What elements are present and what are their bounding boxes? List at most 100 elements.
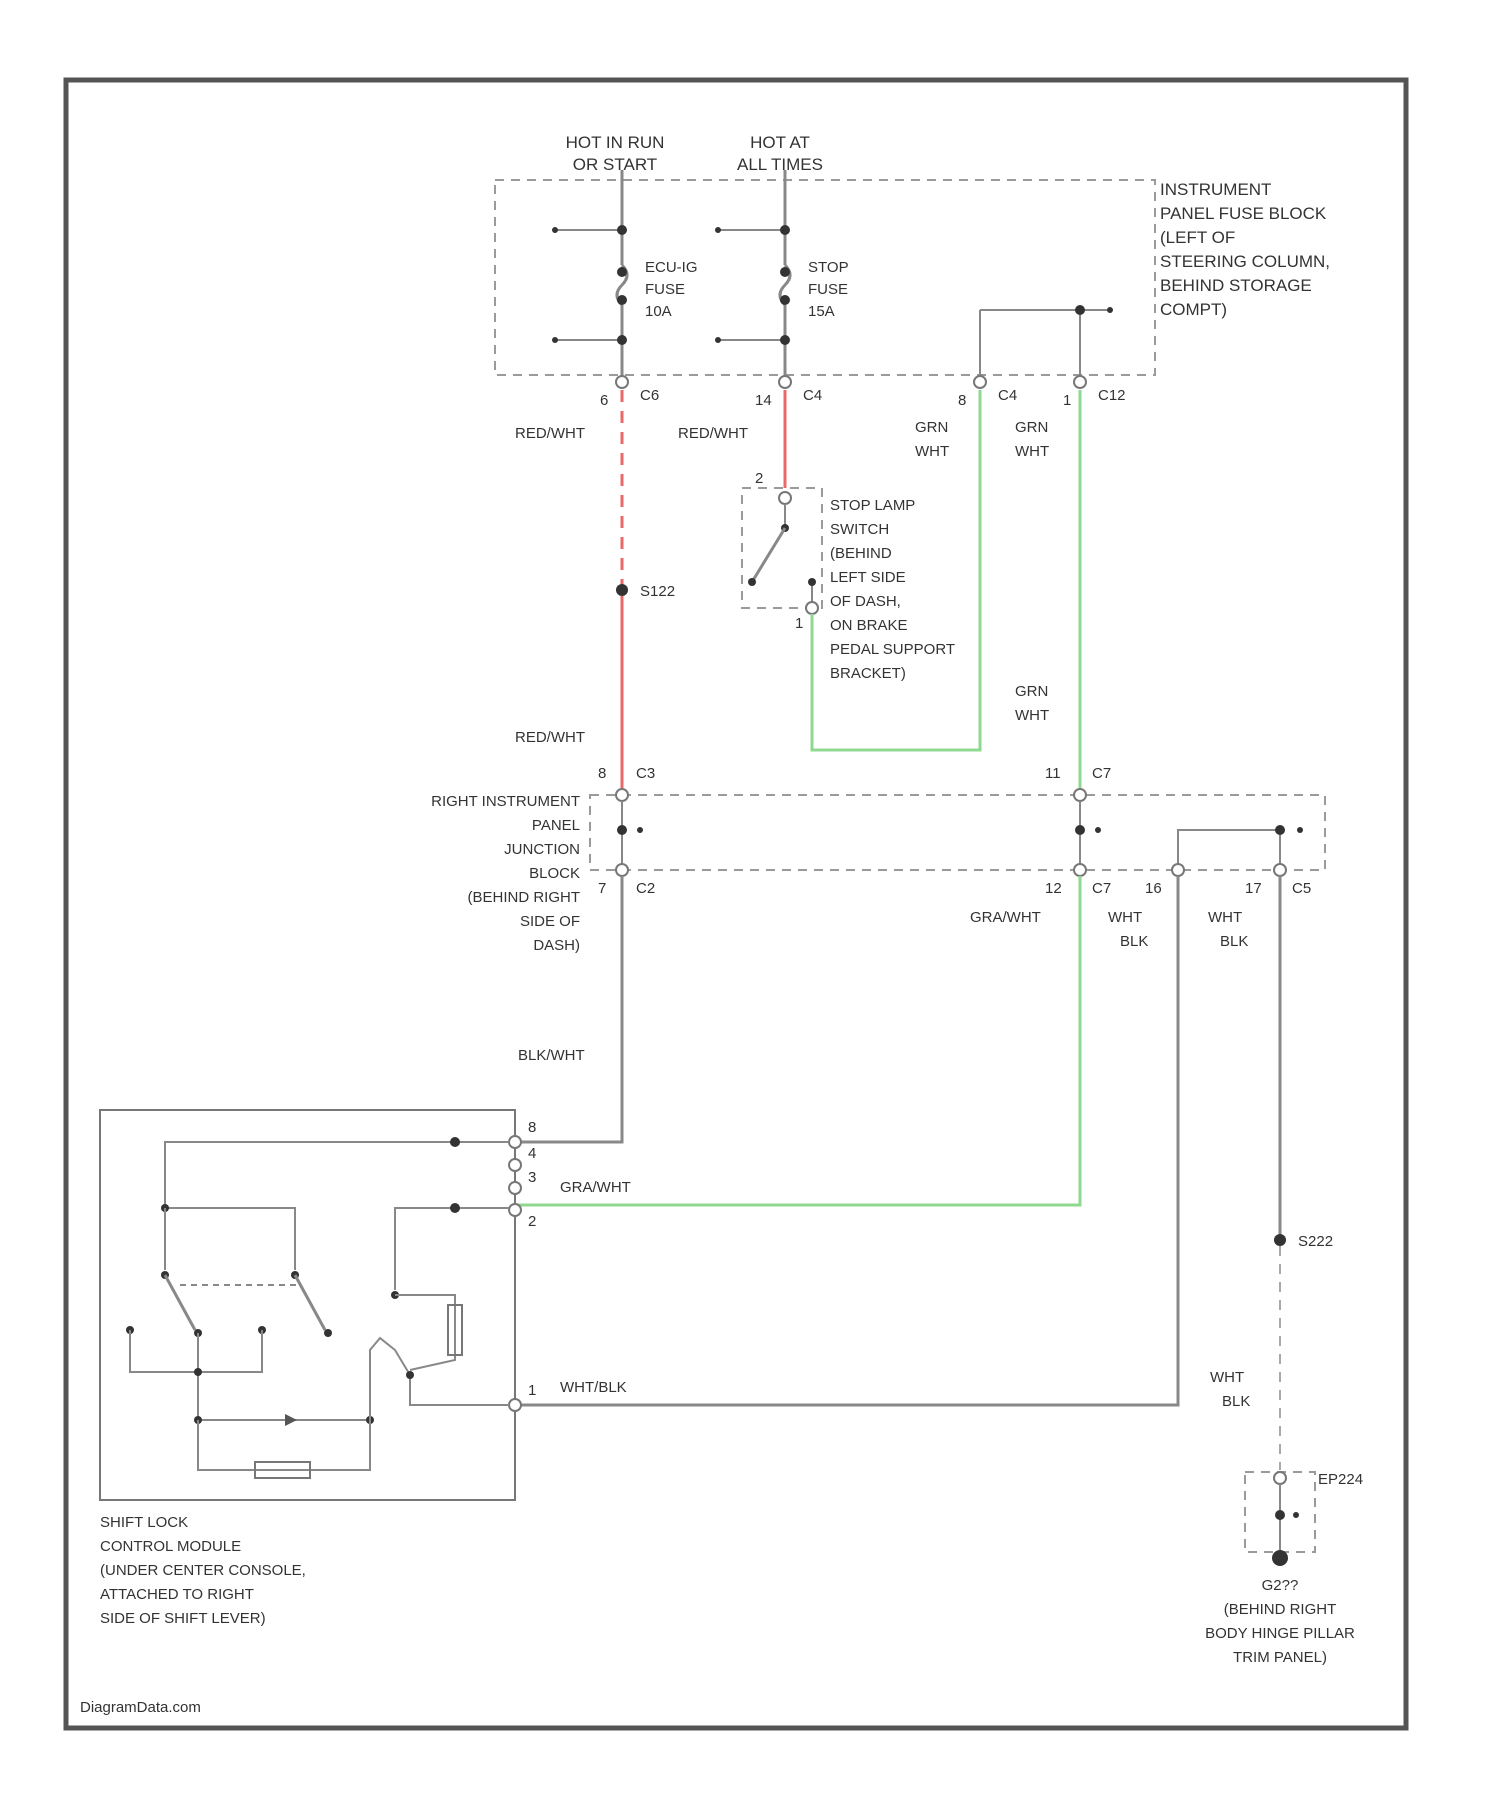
fuse-block-label-5: BEHIND STORAGE [1160,276,1312,295]
ground-symbol [1272,1550,1288,1566]
junction-pin-17-conn: C5 [1292,880,1311,897]
fuse1-name: ECU-IG [645,259,698,276]
splice-s122-label: S122 [640,583,675,600]
stop-switch-label-7: PEDAL SUPPORT [830,641,955,658]
fuse2-name: STOP [808,259,849,276]
wire-label-red-wht-1: RED/WHT [515,425,585,442]
module-pin-4: 4 [528,1145,536,1162]
fuse-conn-c6: C6 [640,387,659,404]
junction-label-1: RIGHT INSTRUMENT [431,793,580,810]
fuse-block-label-1: INSTRUMENT [1160,180,1271,199]
fuse-conn-c4b: C4 [998,387,1017,404]
fuse-block-label-3: (LEFT OF [1160,228,1235,247]
module-pin-1: 1 [528,1382,536,1399]
fuse-conn-c4a: C4 [803,387,822,404]
fuse2-type: FUSE [808,281,848,298]
fuse-block-label-2: PANEL FUSE BLOCK [1160,204,1327,223]
wire-label-grn-wht-3b: WHT [1015,707,1049,724]
junction-pin-12-num: 12 [1045,880,1062,897]
ground-label-4: TRIM PANEL) [1233,1649,1327,1666]
stop-switch-label-1: STOP LAMP [830,497,915,514]
wire-label-wht-blk-c1: WHT [1210,1369,1244,1386]
fuse-block-outline [495,180,1155,375]
junction-pin-8 [616,789,628,801]
splice-s122 [616,584,628,596]
hot-run-label-1: HOT IN RUN [566,133,665,152]
junction-pin-11 [1074,789,1086,801]
wire-label-grn-wht-1b: WHT [915,443,949,460]
junction-pin-8-conn: C3 [636,765,655,782]
junction-pin-12-conn: C7 [1092,880,1111,897]
hot-all-label-1: HOT AT [750,133,810,152]
module-pin-3: 3 [528,1169,536,1186]
junction-label-2: PANEL [532,817,580,834]
junction-pin-17 [1274,864,1286,876]
junction-pin-17-num: 17 [1245,880,1262,897]
fuse-pin-num-14: 14 [755,392,772,409]
fuse-pin-num-8: 8 [958,392,966,409]
wire-label-wht-blk-b1: WHT [1208,909,1242,926]
fuse-block-pin-1 [1074,376,1086,388]
wire-label-gra-wht-1: GRA/WHT [970,909,1041,926]
hot-all-label-2: ALL TIMES [737,155,823,174]
module-label-5: SIDE OF SHIFT LEVER) [100,1610,266,1627]
junction-pin-11-conn: C7 [1092,765,1111,782]
stop-switch-label-2: SWITCH [830,521,889,538]
stop-switch-pin-2: 2 [755,470,763,487]
junction-internal [617,801,1303,864]
stop-lamp-switch [748,492,818,614]
wire-label-wht-blk-c2: BLK [1222,1393,1250,1410]
stop-switch-label-4: LEFT SIDE [830,569,906,586]
junction-pin-11-num: 11 [1045,765,1061,782]
stop-lamp-switch-outline [742,488,822,608]
module-label-4: ATTACHED TO RIGHT [100,1586,254,1603]
wire-label-wht-blk-h: WHT/BLK [560,1379,627,1396]
junction-pin-16-num: 16 [1145,880,1162,897]
wire-label-red-wht-3: RED/WHT [515,729,585,746]
hot-run-label-2: OR START [573,155,657,174]
fuse-stop [715,170,790,380]
junction-pin-7 [616,864,628,876]
junction-label-3: JUNCTION [504,841,580,858]
ground-label-2: (BEHIND RIGHT [1224,1601,1337,1618]
junction-label-4: BLOCK [529,865,580,882]
wire-label-wht-blk-a2: BLK [1120,933,1148,950]
junction-label-5: (BEHIND RIGHT [468,889,581,906]
fuse-conn-c12: C12 [1098,387,1126,404]
fuse-ecu-ig [552,170,627,380]
junction-pin-7-num: 7 [598,880,606,897]
stop-switch-label-5: OF DASH, [830,593,901,610]
watermark: DiagramData.com [80,1699,201,1716]
fuse-block-label-4: STEERING COLUMN, [1160,252,1330,271]
module-internal-circuit [126,1137,509,1478]
ground-label-3: BODY HINGE PILLAR [1205,1625,1355,1642]
module-pin-8: 8 [528,1119,536,1136]
fuse-block-pin-14 [779,376,791,388]
wire-label-red-wht-2: RED/WHT [678,425,748,442]
fuse-block-pin-6 [616,376,628,388]
splice-s222-label: S222 [1298,1233,1333,1250]
wire-label-grn-wht-1a: GRN [915,419,948,436]
fuse2-rating: 15A [808,303,835,320]
fuse-block-bus [980,305,1113,375]
junction-pin-16 [1172,864,1184,876]
splice-s222 [1274,1234,1286,1246]
wire-label-grn-wht-2a: GRN [1015,419,1048,436]
stop-switch-pin-1: 1 [795,615,803,632]
fuse1-type: FUSE [645,281,685,298]
wire-label-grn-wht-2b: WHT [1015,443,1049,460]
junction-label-6: SIDE OF [520,913,580,930]
fuse-pin-num-6: 6 [600,392,608,409]
fuse-block-label-6: COMPT) [1160,300,1227,319]
module-pin-2: 2 [528,1213,536,1230]
junction-label-7: DASH) [533,937,580,954]
diagram-frame [66,80,1406,1728]
stop-switch-label-3: (BEHIND [830,545,892,562]
fuse1-rating: 10A [645,303,672,320]
junction-block-outline [590,795,1325,870]
ground-label-1: G2?? [1262,1577,1299,1594]
wire-label-wht-blk-a1: WHT [1108,909,1142,926]
module-label-1: SHIFT LOCK [100,1514,188,1531]
fuse-block-pin-8 [974,376,986,388]
